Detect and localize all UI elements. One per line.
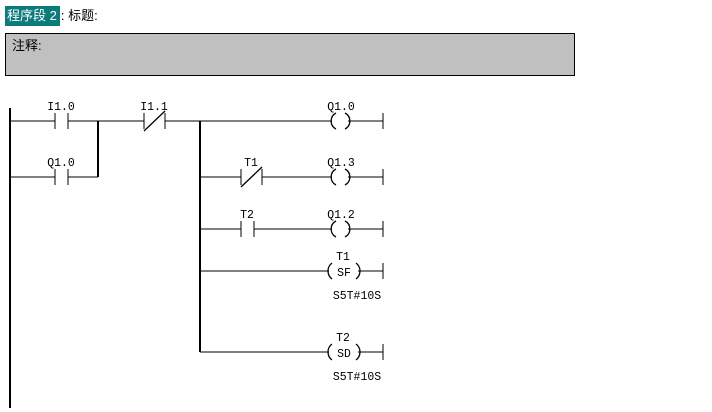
network-title-selected[interactable]: 程序段 2	[5, 6, 60, 26]
contact-q1-0[interactable]: Q1.0	[47, 157, 75, 185]
network-comment-box[interactable]: 注释:	[5, 33, 575, 76]
coil-timer-t1-type: SF	[337, 267, 351, 280]
network-title-suffix: : 标题:	[60, 8, 98, 23]
coil-q1-2[interactable]: Q1.2	[327, 209, 355, 238]
coil-q1-3[interactable]: Q1.3	[327, 157, 355, 186]
contact-t1[interactable]: T1	[240, 157, 263, 188]
coil-q1-0[interactable]: Q1.0	[327, 101, 355, 130]
coil-timer-t2-type: SD	[337, 348, 351, 361]
coil-q1-3-label: Q1.3	[327, 157, 355, 170]
coil-q1-2-label: Q1.2	[327, 209, 355, 222]
coil-timer-t2[interactable]: T2 SD S5T#10S	[327, 332, 381, 384]
contact-i1-1[interactable]: I1.1	[140, 101, 168, 132]
contact-i1-0[interactable]: I1.0	[47, 101, 75, 129]
contact-i1-1-label: I1.1	[140, 101, 168, 114]
network-header[interactable]: 程序段 2 : 标题:	[5, 6, 98, 26]
coil-timer-t2-label: T2	[336, 332, 350, 345]
contact-t2-label: T2	[240, 209, 254, 222]
comment-label: 注释:	[12, 38, 42, 53]
contact-t1-label: T1	[244, 157, 258, 170]
contact-t2[interactable]: T2	[240, 209, 255, 237]
coil-timer-t1-label: T1	[336, 251, 350, 264]
coil-q1-0-label: Q1.0	[327, 101, 355, 114]
coil-timer-t1-preset: S5T#10S	[333, 290, 381, 303]
coil-timer-t1[interactable]: T1 SF S5T#10S	[327, 251, 381, 303]
coil-timer-t2-preset: S5T#10S	[333, 371, 381, 384]
contact-i1-0-label: I1.0	[47, 101, 75, 114]
contact-q1-0-label: Q1.0	[47, 157, 75, 170]
